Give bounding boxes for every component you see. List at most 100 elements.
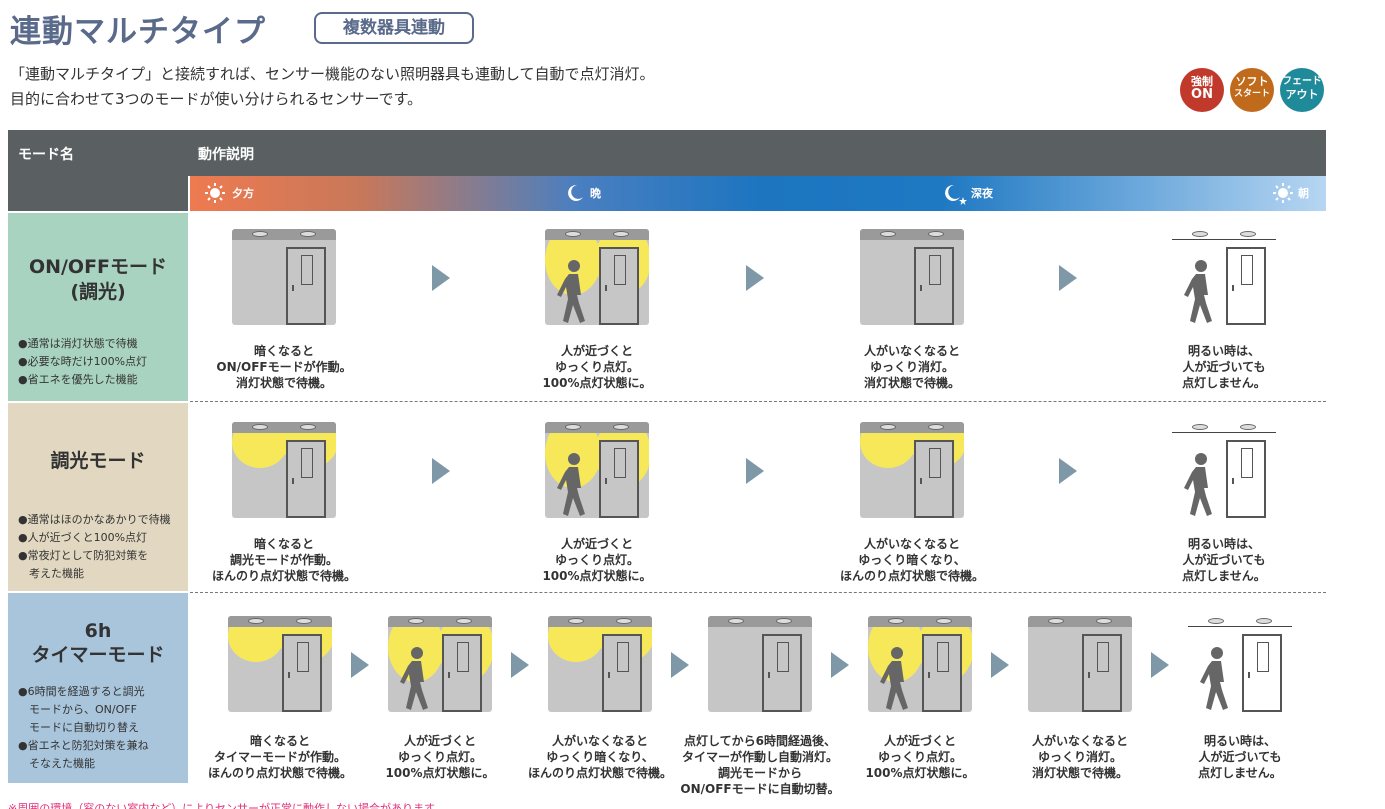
room-illustration xyxy=(228,616,332,712)
mode-onoff: ON/OFFモード (調光) ●通常は消灯状態で待機 ●必要な時だけ100%点灯… xyxy=(8,213,188,401)
ceiling-light-icon xyxy=(1096,618,1112,624)
step-caption: 人がいなくなるとゆっくり暗くなり、ほんのり点灯状態で待機。 xyxy=(839,537,984,583)
door-icon xyxy=(442,634,482,712)
step-caption: 暗くなるとタイマーモードが作動。ほんのり点灯状態で待機。 xyxy=(207,734,352,780)
ceiling-light-icon xyxy=(568,618,584,624)
timeline-label: 深夜 xyxy=(971,187,993,200)
arrow-right-icon xyxy=(671,652,689,678)
arrow-right-icon xyxy=(745,458,764,484)
mode-timer: 6h タイマーモード ●6時間を経過すると調光 モードから、ON/OFF モード… xyxy=(8,593,188,783)
ceiling xyxy=(548,616,652,627)
intro-text: 「連動マルチタイプ」と接続すれば、センサー機能のない照明器具も連動して自動で点灯… xyxy=(10,62,655,112)
ceiling-light-icon xyxy=(928,424,944,430)
ceiling-light-icon xyxy=(880,424,896,430)
walking-person-icon xyxy=(1182,452,1216,518)
page-title: 連動マルチタイプ xyxy=(10,14,266,50)
ceiling-light-icon xyxy=(888,618,904,624)
force-on-icon: 強制 ON xyxy=(1180,68,1224,112)
step-caption: 暗くなると調光モードが作動。ほんのり点灯状態で待機。 xyxy=(211,537,356,583)
ceiling-light-icon xyxy=(880,231,896,237)
ceiling-light-icon xyxy=(565,424,581,430)
ceiling-light-icon xyxy=(1208,618,1224,624)
ceiling-light-icon xyxy=(252,231,268,237)
room-illustration xyxy=(232,229,336,325)
ceiling xyxy=(1188,616,1292,627)
soft-start-icon: ソフト スタート xyxy=(1230,68,1274,112)
room-illustration xyxy=(1172,422,1276,518)
walking-person-icon xyxy=(878,646,912,712)
mode-description: ●通常は消灯状態で待機 ●必要な時だけ100%点灯 ●省エネを優先した機能 xyxy=(18,337,148,386)
timeline-label: 晩 xyxy=(590,187,601,200)
ceiling-light-icon xyxy=(300,424,316,430)
col-mode-header: モード名 xyxy=(18,147,74,163)
room-illustration xyxy=(545,229,649,325)
ceiling-light-icon xyxy=(928,231,944,237)
walking-person-icon xyxy=(1198,646,1232,712)
arrow-right-icon xyxy=(745,265,764,291)
timeline-bar: 夕方 晩 深夜 朝 xyxy=(190,176,1326,211)
ceiling xyxy=(860,422,964,433)
ceiling xyxy=(545,422,649,433)
timeline-label: 夕方 xyxy=(232,187,254,200)
ceiling-light-icon xyxy=(296,618,312,624)
mode-name: タイマーモード xyxy=(31,644,165,666)
room-illustration xyxy=(232,422,336,518)
door-icon xyxy=(762,634,802,712)
mode-name: ON/OFFモード xyxy=(28,256,168,278)
step-caption: 人がいなくなるとゆっくり暗くなり、ほんのり点灯状態で待機。 xyxy=(527,734,672,780)
door-icon xyxy=(602,634,642,712)
ceiling-light-icon xyxy=(565,231,581,237)
walking-person-icon xyxy=(1182,259,1216,325)
ceiling-light-icon xyxy=(936,618,952,624)
moon-icon xyxy=(565,183,585,203)
arrow-right-icon xyxy=(1151,652,1169,678)
mode-dimming: 調光モード ●通常はほのかなあかりで待機 ●人が近づくと100%点灯 ●常夜灯と… xyxy=(8,403,188,591)
door-icon xyxy=(282,634,322,712)
ceiling-light-icon xyxy=(252,424,268,430)
step-caption: 人が近づくとゆっくり点灯。100%点灯状態に。 xyxy=(865,734,975,780)
ceiling-light-icon xyxy=(613,231,629,237)
step-caption: 明るい時は、人が近づいても点灯しません。 xyxy=(1198,734,1282,780)
room-illustration xyxy=(1172,229,1276,325)
ceiling xyxy=(232,229,336,240)
sun-icon xyxy=(204,182,226,204)
intro-line: 「連動マルチタイプ」と接続すれば、センサー機能のない照明器具も連動して自動で点灯… xyxy=(10,65,655,83)
door-icon xyxy=(599,440,639,518)
step-caption: 明るい時は、人が近づいても点灯しません。 xyxy=(1182,537,1266,583)
door-icon xyxy=(914,247,954,325)
ceiling xyxy=(860,229,964,240)
door-icon xyxy=(286,440,326,518)
ceiling-light-icon xyxy=(248,618,264,624)
ceiling xyxy=(545,229,649,240)
door-icon xyxy=(922,634,962,712)
arrow-right-icon xyxy=(831,652,849,678)
ceiling-light-icon xyxy=(456,618,472,624)
ceiling-light-icon xyxy=(776,618,792,624)
room-illustration xyxy=(388,616,492,712)
ceiling-light-icon xyxy=(1256,618,1272,624)
room-illustration xyxy=(860,229,964,325)
mode-description: ●6時間を経過すると調光 モードから、ON/OFF モードに自動切り替え ●省エ… xyxy=(18,685,149,770)
room-illustration xyxy=(1188,616,1292,712)
ceiling-light-icon xyxy=(1048,618,1064,624)
room-illustration xyxy=(860,422,964,518)
arrow-right-icon xyxy=(431,265,450,291)
arrow-right-icon xyxy=(1059,265,1077,291)
ceiling xyxy=(1172,422,1276,433)
arrow-right-icon xyxy=(351,652,369,678)
ceiling-light-icon xyxy=(1192,231,1208,237)
fade-out-icon: フェード アウト xyxy=(1280,68,1324,112)
title-badge: 複数器具連動 xyxy=(314,12,474,44)
door-icon xyxy=(1226,440,1266,518)
timeline-label: 朝 xyxy=(1298,187,1309,200)
step-caption: 明るい時は、人が近づいても点灯しません。 xyxy=(1182,344,1266,390)
row-divider xyxy=(190,401,1326,402)
ceiling-light-icon xyxy=(1192,424,1208,430)
ceiling xyxy=(708,616,812,627)
step-caption: 人が近づくとゆっくり点灯。100%点灯状態に。 xyxy=(542,344,652,390)
door-icon xyxy=(1242,634,1282,712)
sun-icon xyxy=(1272,182,1294,204)
walking-person-icon xyxy=(555,259,589,325)
